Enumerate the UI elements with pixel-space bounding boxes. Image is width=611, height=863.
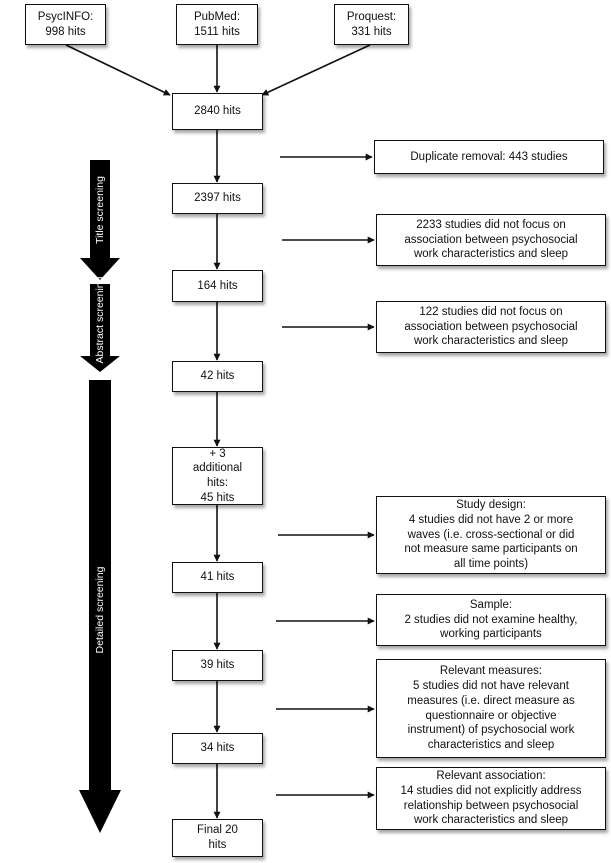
exclusion-box-abstract: 122 studies did not focus on association… [376, 301, 606, 353]
main-box-45: + 3 additional hits: 45 hits [172, 447, 263, 505]
arrow-psycinfo-to-2840 [65, 44, 171, 96]
exclusion-text: 2 studies did not examine healthy, worki… [404, 613, 578, 641]
exclusion-text: 2233 studies did not focus on associatio… [404, 218, 578, 261]
main-box-label: 42 hits [200, 370, 235, 383]
detailed-screening-arrow [79, 380, 121, 833]
title-screening-arrow [80, 160, 120, 280]
source-hits: 1511 hits [194, 25, 240, 38]
main-box-label: 39 hits [200, 659, 235, 672]
exclusion-title: Relevant association: [436, 770, 546, 783]
source-name: PubMed: [193, 10, 241, 23]
main-box-final-20: Final 20 hits [172, 819, 263, 857]
exclusion-text: 122 studies did not focus on association… [404, 305, 578, 348]
phase-label-title-screening: Title screening [94, 176, 106, 244]
exclusion-title: Sample: [469, 598, 513, 611]
arrow-proquest-to-2840 [261, 44, 371, 96]
abstract-screening-arrow [80, 284, 120, 372]
main-box-2840: 2840 hits [172, 93, 263, 130]
source-hits: 331 hits [351, 25, 392, 38]
source-name: PsycINFO: [37, 10, 94, 23]
exclusion-box-relevant-measures: Relevant measures: 5 studies did not have… [376, 659, 606, 758]
main-box-41: 41 hits [172, 562, 263, 593]
source-box-pubmed: PubMed: 1511 hits [176, 4, 258, 45]
source-hits: 998 hits [45, 25, 86, 38]
source-box-proquest: Proquest: 331 hits [334, 4, 409, 45]
exclusion-title: Study design: [456, 499, 526, 512]
main-box-label: 34 hits [200, 742, 235, 755]
phase-label-detailed-screening: Detailed screening [94, 566, 106, 654]
source-box-psycinfo: PsycINFO: 998 hits [25, 4, 106, 45]
exclusion-box-study-design: Study design:4 studies did not have 2 or… [376, 496, 606, 574]
exclusion-box-sample: Sample: 2 studies did not examine healthy… [376, 594, 606, 646]
main-box-label: 41 hits [200, 571, 235, 584]
main-box-42: 42 hits [172, 361, 263, 392]
exclusion-text: 4 studies did not have 2 or more waves (… [404, 513, 578, 571]
main-box-label: Final 20 hits [197, 824, 238, 851]
main-box-label: 2840 hits [194, 105, 241, 118]
main-box-164: 164 hits [172, 270, 263, 302]
main-box-34: 34 hits [172, 733, 263, 764]
exclusion-text: Duplicate removal: 443 studies [410, 150, 568, 163]
exclusion-title: Relevant measures: [439, 665, 543, 678]
source-name: Proquest: [346, 10, 397, 23]
main-box-label: 2397 hits [194, 192, 241, 205]
exclusion-box-title: 2233 studies did not focus on associatio… [376, 214, 606, 266]
exclusion-box-relevant-association: Relevant association:14 studies did not … [376, 767, 606, 830]
exclusion-text: 5 studies did not have relevant measures… [407, 680, 575, 751]
phase-label-abstract-screening: Abstract screening [94, 276, 106, 364]
exclusion-box-duplicates: Duplicate removal: 443 studies [374, 140, 604, 174]
main-box-2397: 2397 hits [172, 183, 263, 214]
main-box-39: 39 hits [172, 650, 263, 681]
exclusion-text: 14 studies did not explicitly address re… [400, 784, 582, 827]
main-box-label: + 3 additional hits: 45 hits [192, 447, 243, 504]
main-box-label: 164 hits [197, 279, 238, 292]
